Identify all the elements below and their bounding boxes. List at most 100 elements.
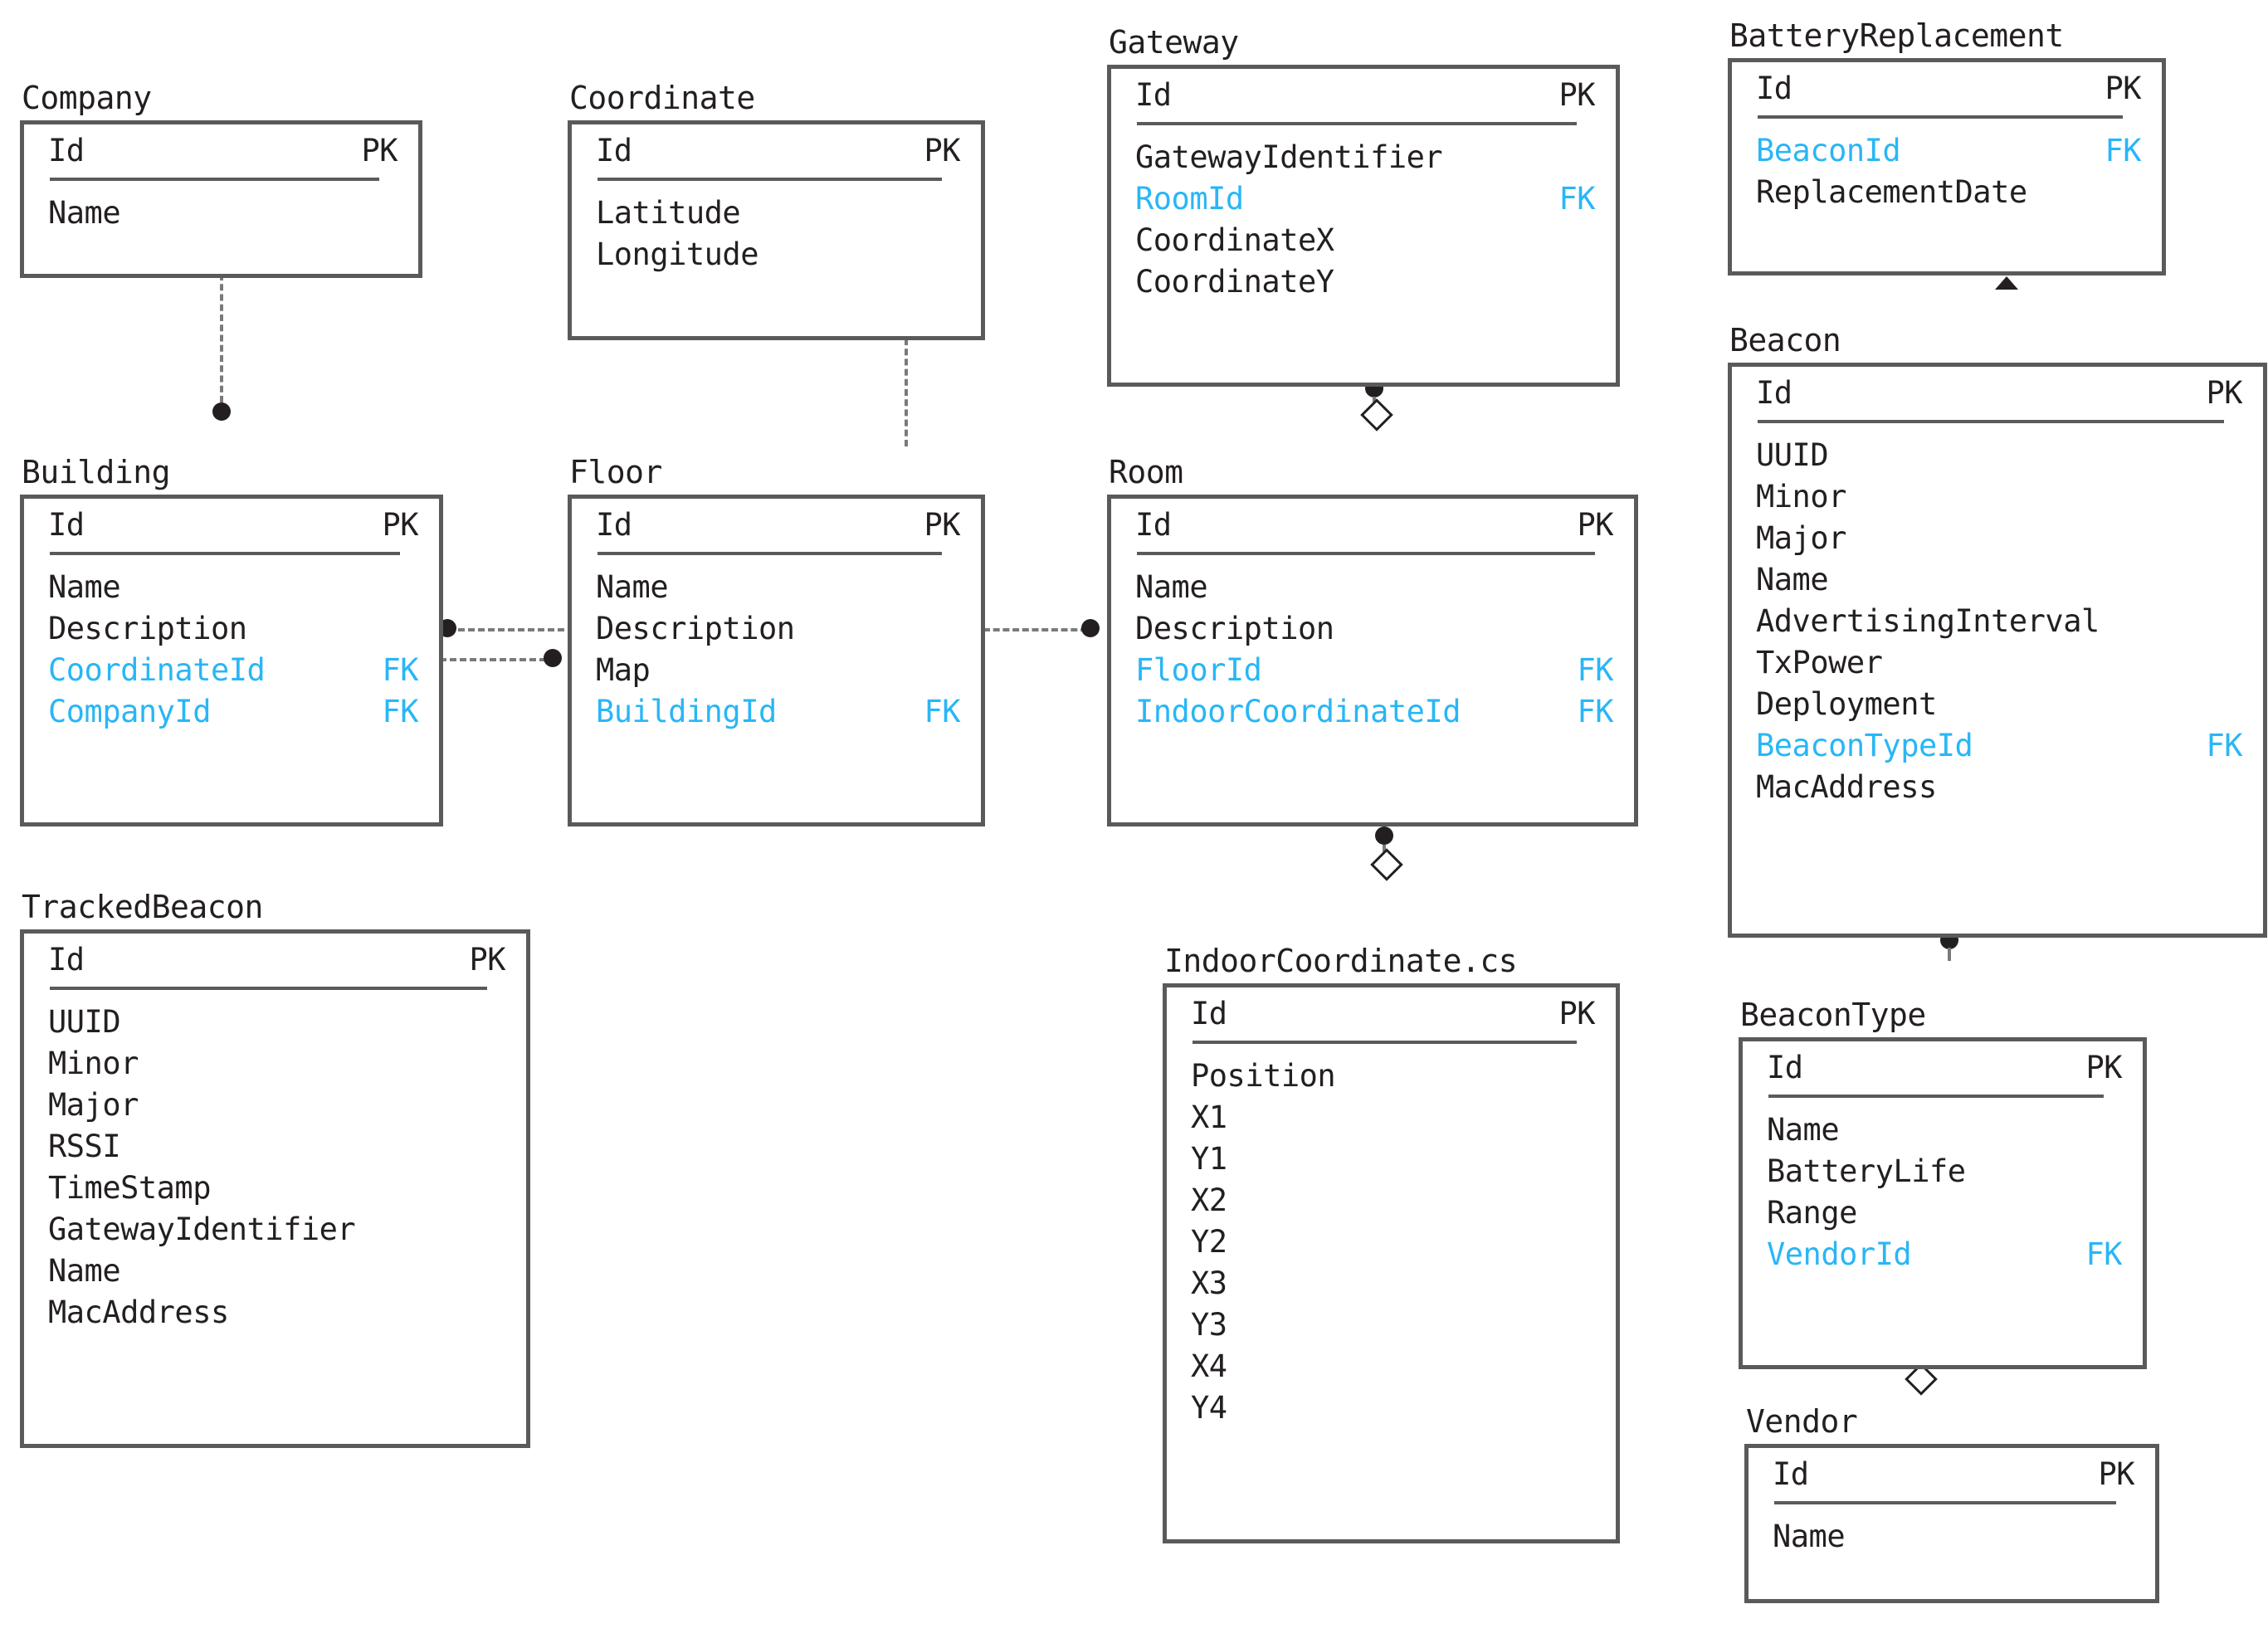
entity-box-beacon bbox=[1728, 363, 2267, 938]
attribute-name: MacAddress bbox=[1756, 769, 1937, 805]
attribute-row: BatteryLife bbox=[1767, 1156, 2122, 1187]
entity-body-vendor: Id PK Name bbox=[1744, 1444, 2159, 1603]
entity-title-room: Room bbox=[1109, 454, 1183, 491]
attribute-key: PK bbox=[469, 942, 505, 978]
attribute-key: FK bbox=[1577, 694, 1613, 729]
pk-divider bbox=[1137, 552, 1595, 555]
attribute-name: RSSI bbox=[48, 1129, 121, 1164]
attribute-key: PK bbox=[2085, 1050, 2122, 1085]
entity-attributes: BeaconId FK ReplacementDate bbox=[1756, 135, 2141, 207]
entity-attributes: UUID Minor Major RSSI TimeStamp bbox=[48, 1007, 505, 1328]
entity-coordinate[interactable]: Coordinate Id PK Latitude Longitude bbox=[568, 81, 985, 340]
entity-box-building bbox=[20, 495, 443, 826]
attribute-key: FK bbox=[382, 652, 418, 688]
attribute-name: Id bbox=[1135, 77, 1172, 113]
attribute-name: Description bbox=[48, 611, 247, 646]
entity-body-indoorcoordinate: Id PK Position X1 Y1 X2 bbox=[1163, 983, 1620, 1543]
attribute-key: FK bbox=[1577, 652, 1613, 688]
attribute-name: Name bbox=[1756, 562, 1829, 597]
attribute-row: MacAddress bbox=[1756, 772, 2242, 802]
attribute-row: MacAddress bbox=[48, 1297, 505, 1328]
attribute-row: Deployment bbox=[1756, 689, 2242, 719]
entity-company[interactable]: Company Id PK Name bbox=[20, 81, 422, 278]
attribute-row: Position bbox=[1191, 1060, 1595, 1091]
pk-divider bbox=[597, 552, 942, 555]
entity-body-batteryreplacement: Id PK BeaconId FK ReplacementDate bbox=[1728, 58, 2166, 275]
entity-body-floor: Id PK Name Description Map Building bbox=[568, 495, 985, 826]
attribute-name: Y1 bbox=[1191, 1141, 1227, 1177]
attribute-row: ReplacementDate bbox=[1756, 177, 2141, 207]
entity-title-trackedbeacon: TrackedBeacon bbox=[22, 889, 263, 926]
attribute-name: UUID bbox=[1756, 437, 1829, 473]
attribute-name: Name bbox=[48, 195, 121, 231]
attribute-name: CompanyId bbox=[48, 694, 211, 729]
entity-box-room bbox=[1107, 495, 1638, 826]
attribute-name: RoomId bbox=[1135, 181, 1244, 217]
attribute-row: Y4 bbox=[1191, 1392, 1595, 1423]
attribute-name: BeaconId bbox=[1756, 133, 1901, 168]
attribute-row: Name bbox=[1756, 564, 2242, 595]
entity-title-building: Building bbox=[22, 454, 171, 491]
attribute-row: BeaconId FK bbox=[1756, 135, 2141, 166]
attribute-name: Id bbox=[1135, 507, 1172, 543]
entity-gateway[interactable]: Gateway Id PK GatewayIdentifier RoomId F… bbox=[1107, 26, 1620, 387]
entity-indoorcoordinate[interactable]: IndoorCoordinate.cs Id PK Position X1 Y1 bbox=[1163, 944, 1620, 1543]
entity-vendor[interactable]: Vendor Id PK Name bbox=[1744, 1405, 2159, 1603]
attribute-row: Minor bbox=[1756, 481, 2242, 512]
attribute-row: CoordinateId FK bbox=[48, 655, 418, 685]
entity-body-trackedbeacon: Id PK UUID Minor Major RSSI bbox=[20, 929, 530, 1448]
entity-body-company: Id PK Name bbox=[20, 120, 422, 278]
attribute-name: Major bbox=[1756, 520, 1846, 556]
entity-title-beacontype: BeaconType bbox=[1740, 997, 1926, 1034]
attribute-name: Description bbox=[596, 611, 795, 646]
attribute-row: GatewayIdentifier bbox=[1135, 142, 1595, 173]
entity-beacontype[interactable]: BeaconType Id PK Name BatteryLife Range bbox=[1739, 998, 2147, 1369]
attribute-row: Y1 bbox=[1191, 1143, 1595, 1174]
attribute-name: Id bbox=[48, 507, 85, 543]
entity-title-indoorcoordinate: IndoorCoordinate.cs bbox=[1164, 943, 1518, 980]
attribute-row: CoordinateY bbox=[1135, 266, 1595, 297]
attribute-key: PK bbox=[1558, 77, 1595, 113]
attribute-row: BeaconTypeId FK bbox=[1756, 730, 2242, 761]
attribute-row: IndoorCoordinateId FK bbox=[1135, 696, 1613, 727]
attribute-row: Major bbox=[48, 1090, 505, 1120]
attribute-name: Minor bbox=[1756, 479, 1846, 514]
pk-divider bbox=[1768, 1095, 2104, 1098]
attribute-key: PK bbox=[2105, 71, 2141, 106]
attribute-name: Y2 bbox=[1191, 1224, 1227, 1260]
entity-room[interactable]: Room Id PK Name Description FloorId FK bbox=[1107, 456, 1638, 826]
entity-attributes: Name Description CoordinateId FK Company… bbox=[48, 572, 418, 727]
connector-endpoint-dot-building-floor-lower bbox=[544, 649, 562, 667]
attribute-row: UUID bbox=[1756, 440, 2242, 471]
entity-pk-row: Id PK bbox=[1767, 1052, 2122, 1083]
attribute-key: FK bbox=[2105, 133, 2141, 168]
attribute-name: X1 bbox=[1191, 1099, 1227, 1135]
attribute-row: CoordinateX bbox=[1135, 225, 1595, 256]
entity-beacon[interactable]: Beacon Id PK UUID Minor Major bbox=[1728, 324, 2267, 938]
entity-box-coordinate bbox=[568, 120, 985, 340]
pk-divider bbox=[50, 552, 400, 555]
attribute-key: PK bbox=[924, 507, 960, 543]
attribute-row: TimeStamp bbox=[48, 1173, 505, 1203]
entity-attributes: Name BatteryLife Range VendorId FK bbox=[1767, 1114, 2122, 1270]
attribute-row: Y2 bbox=[1191, 1226, 1595, 1257]
connector-beacon-beacontype bbox=[1948, 948, 1951, 961]
entity-attributes: Name bbox=[48, 197, 398, 228]
entity-batteryreplacement[interactable]: BatteryReplacement Id PK BeaconId FK Rep… bbox=[1728, 19, 2166, 275]
attribute-name: Y3 bbox=[1191, 1307, 1227, 1343]
entity-building[interactable]: Building Id PK Name Description Coordina… bbox=[20, 456, 443, 826]
entity-floor[interactable]: Floor Id PK Name Description Map bbox=[568, 456, 985, 826]
entity-box-company bbox=[20, 120, 422, 278]
attribute-name: MacAddress bbox=[48, 1295, 229, 1330]
entity-pk-row: Id PK bbox=[48, 135, 398, 166]
attribute-key: PK bbox=[2206, 375, 2242, 411]
entity-pk-row: Id PK bbox=[1756, 73, 2141, 104]
attribute-name: Range bbox=[1767, 1195, 1857, 1231]
attribute-key: PK bbox=[2098, 1456, 2134, 1492]
connector-endpoint-diamond-gateway-room bbox=[1360, 398, 1393, 432]
pk-divider bbox=[1758, 420, 2224, 423]
attribute-name: Id bbox=[48, 942, 85, 978]
entity-trackedbeacon[interactable]: TrackedBeacon Id PK UUID Minor Major bbox=[20, 890, 530, 1448]
entity-title-gateway: Gateway bbox=[1109, 24, 1239, 61]
